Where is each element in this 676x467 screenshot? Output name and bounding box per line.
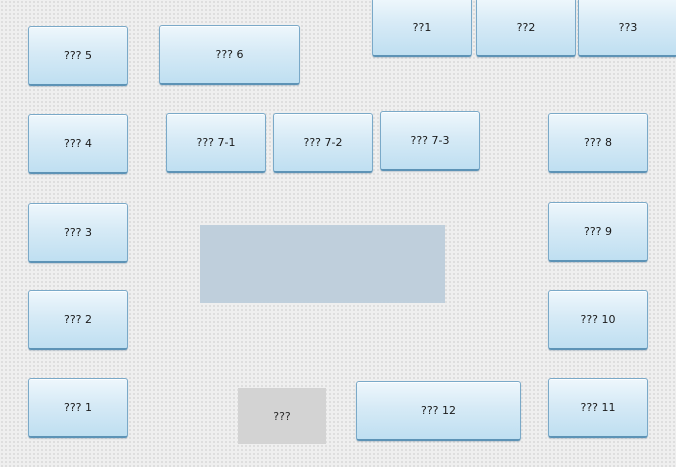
gray-box[interactable]: ??? (238, 388, 326, 444)
tile-2[interactable]: ??? 2 (28, 290, 128, 350)
tile-3-label: ??? 3 (63, 226, 92, 239)
tile-10[interactable]: ??? 10 (548, 290, 648, 350)
tile-7-2-label: ??? 7-2 (303, 136, 343, 149)
tile-6-label: ??? 6 (215, 48, 244, 61)
tile-2-label: ??? 2 (63, 313, 92, 326)
tile-11[interactable]: ??? 11 (548, 378, 648, 438)
gray-box-label: ??? (273, 409, 291, 423)
tile-7-1-label: ??? 7-1 (196, 136, 236, 149)
tile-5[interactable]: ??? 5 (28, 26, 128, 86)
tile-12[interactable]: ??? 12 (356, 381, 521, 441)
tile-11-label: ??? 11 (580, 401, 616, 414)
tile-top-3-label: ??3 (618, 20, 638, 34)
tile-4[interactable]: ??? 4 (28, 114, 128, 174)
tile-6[interactable]: ??? 6 (159, 25, 300, 85)
tile-12-label: ??? 12 (420, 404, 456, 417)
tile-7-3-label: ??? 7-3 (410, 134, 450, 147)
tile-10-label: ??? 10 (580, 313, 616, 326)
tile-top-1-label: ??1 (412, 20, 432, 34)
tile-top-1[interactable]: ??1 (372, 0, 472, 57)
tile-3[interactable]: ??? 3 (28, 203, 128, 263)
tile-8-label: ??? 8 (583, 136, 612, 149)
tile-top-2[interactable]: ??2 (476, 0, 576, 57)
tile-top-2-label: ??2 (516, 20, 536, 34)
tile-5-label: ??? 5 (63, 49, 92, 62)
center-panel (200, 225, 445, 303)
tile-7-3[interactable]: ??? 7-3 (380, 111, 480, 171)
tile-7-2[interactable]: ??? 7-2 (273, 113, 373, 173)
tile-1-label: ??? 1 (63, 401, 92, 414)
tile-8[interactable]: ??? 8 (548, 113, 648, 173)
tile-top-3[interactable]: ??3 (578, 0, 676, 57)
tile-1[interactable]: ??? 1 (28, 378, 128, 438)
tile-9-label: ??? 9 (583, 225, 612, 238)
tile-9[interactable]: ??? 9 (548, 202, 648, 262)
tile-4-label: ??? 4 (63, 137, 92, 150)
tile-7-1[interactable]: ??? 7-1 (166, 113, 266, 173)
